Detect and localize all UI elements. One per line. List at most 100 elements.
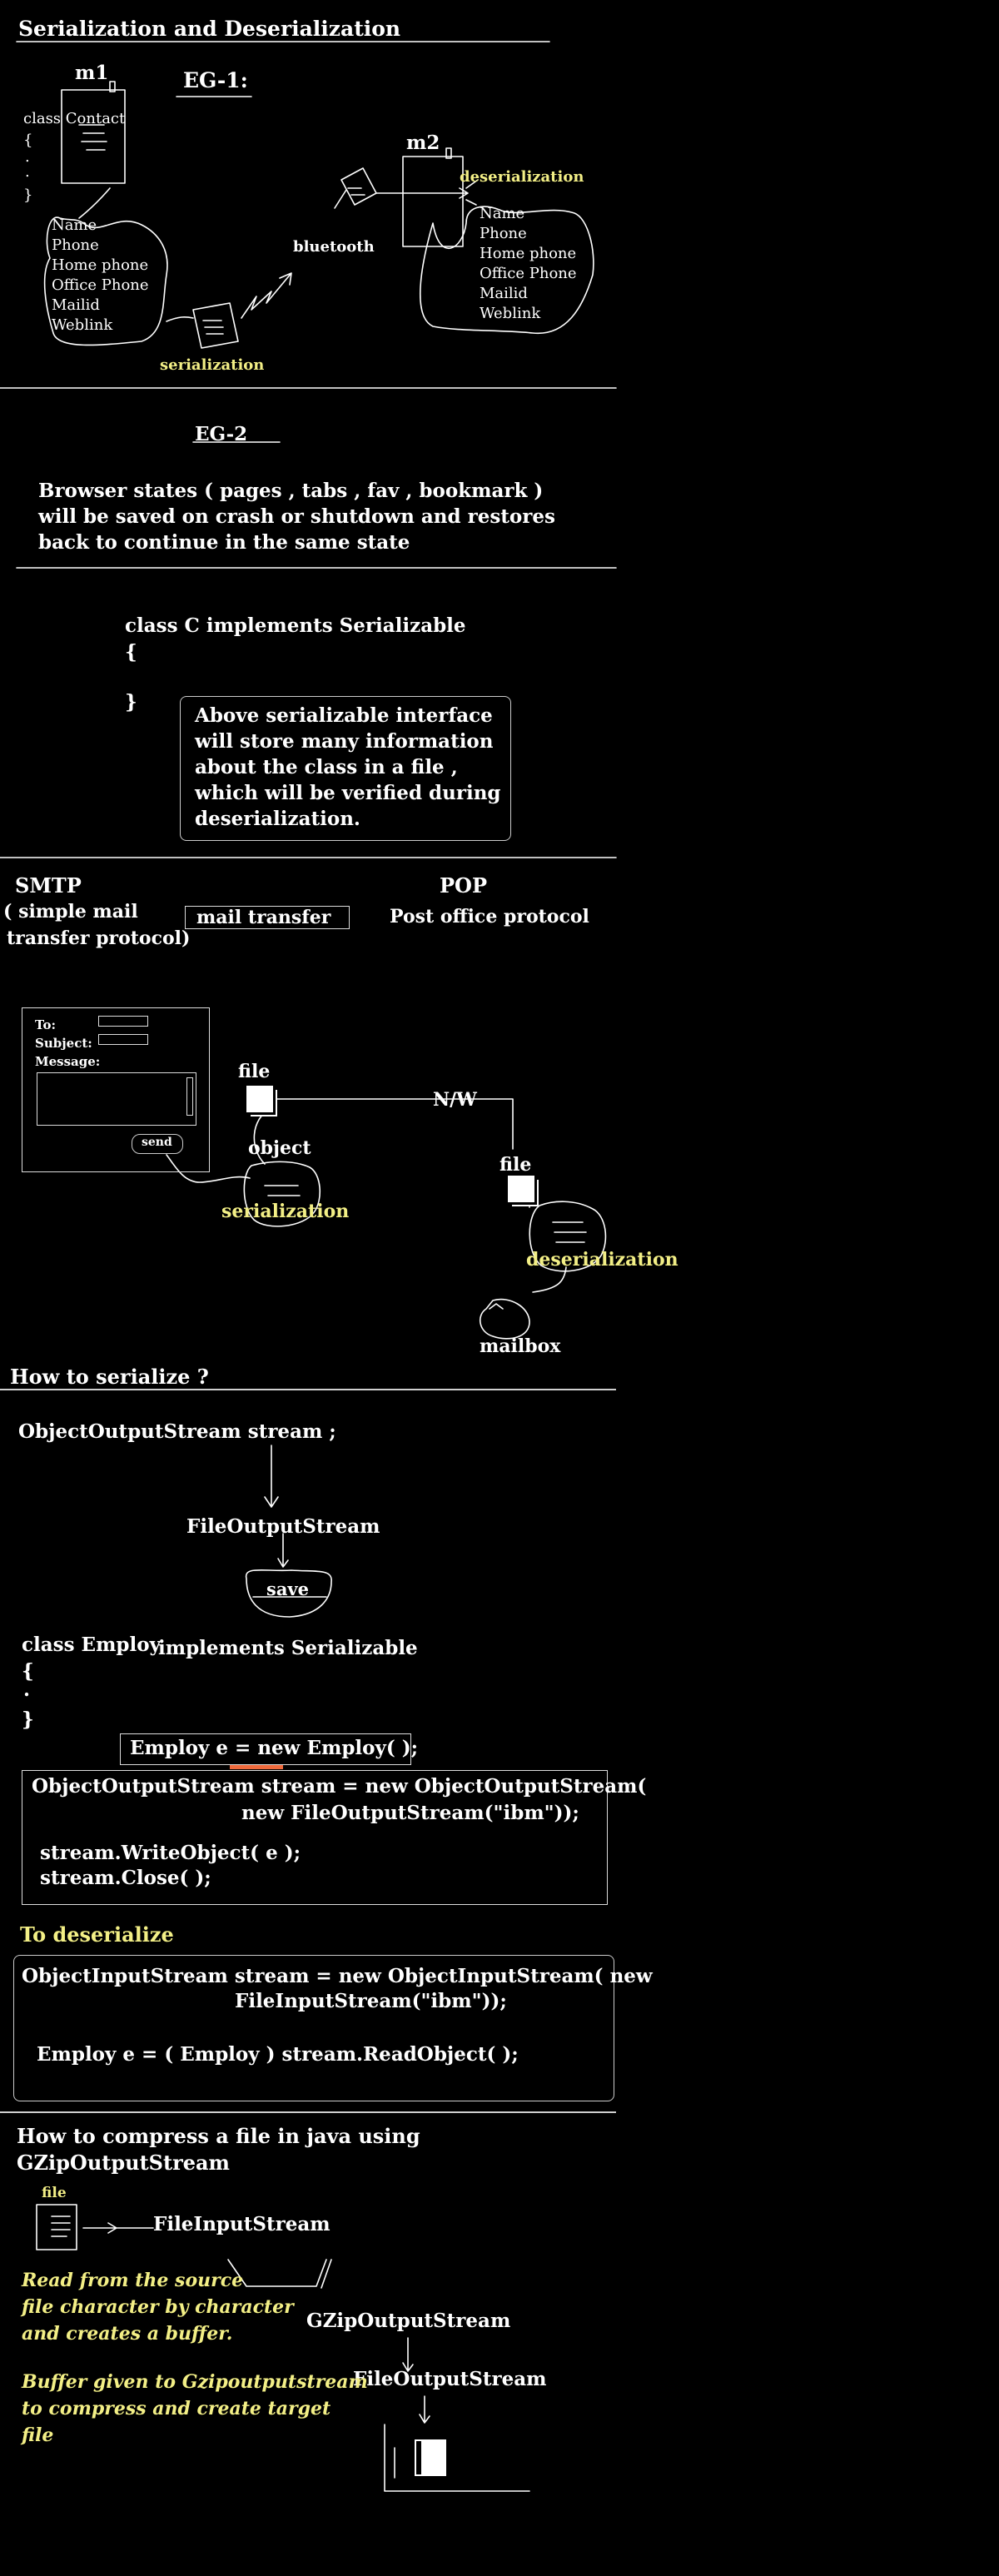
brace-close: } [23,186,33,204]
compress-heading-1: How to compress a file in java using [17,2124,420,2148]
serialization-label-2: serialization [221,1201,350,1222]
deserialize-code-3: Employ e = ( Employ ) stream.ReadObject(… [37,2043,519,2066]
mail-transfer-label: mail transfer [196,907,331,928]
deserialization-label: deserialization [460,168,584,186]
note1-line2: file character by character [22,2296,294,2318]
m1-label: m1 [75,62,109,84]
pop-full-label: Post office protocol [390,906,589,927]
mail-transfer-box [185,906,350,929]
field-m1: Name [52,216,97,234]
deserialization-label-2: deserialization [526,1249,678,1271]
serialize-heading: How to serialize ? [10,1365,209,1389]
gzipoutputstream-label: GZipOutputStream [306,2310,511,2332]
pop-label: POP [440,873,487,898]
field-m2: Weblink [480,305,541,322]
email-form [22,1007,210,1172]
serialize-code-1: ObjectOutputStream stream = new ObjectOu… [32,1775,647,1798]
phone-m2-icon [402,156,464,247]
deserialize-code-box [13,1955,614,2101]
class-c-brace-open: { [125,641,137,664]
field-m1: Mailid [52,296,100,314]
mailbox-icon [479,1298,530,1340]
phone-m1-icon [61,89,126,184]
brace-open: { [22,1660,34,1683]
fileoutputstream-label-2: FileOutputStream [353,2368,547,2390]
arrow-down-1 [264,1445,279,1508]
highlight-underline [230,1765,283,1769]
smtp-label: SMTP [15,873,82,898]
fileinputstream-label: FileInputStream [153,2213,331,2235]
send-button[interactable] [132,1134,183,1154]
compress-heading-2: GZipOutputStream [17,2151,230,2175]
deserialize-heading: To deserialize [20,1922,174,1947]
message-field[interactable] [37,1072,196,1126]
field-m2: Office Phone [480,265,577,282]
send-button-label: send [142,1136,172,1149]
eg1-heading: EG-1: [183,68,248,92]
field-m2: Mailid [480,285,528,302]
stream-declaration: ObjectOutputStream stream ; [18,1420,336,1443]
nw-label: N/W [433,1089,477,1111]
ellipsis-dot: . [25,148,30,166]
brace-open: { [23,132,33,149]
file-label-2: file [500,1154,532,1176]
field-m2: Name [480,205,525,222]
message-scrollbar[interactable] [186,1077,193,1116]
subject-label: Subject: [35,1036,92,1051]
file-label-3: file [42,2185,67,2201]
field-m2: Home phone [480,245,577,262]
buffer-funnel [227,2259,327,2287]
note2-line1: Buffer given to Gzipoutputstream [22,2371,368,2393]
class-c-brace-close: } [125,691,137,714]
smtp-full-line2: transfer protocol) [7,927,191,949]
page-title: Serialization and Deserialization [18,17,401,41]
employ-new-box [120,1733,411,1765]
serialized-doc-icon [192,302,239,349]
contact-data-blob [43,216,168,346]
source-file-icon [36,2204,77,2250]
divider [0,2111,616,2113]
save-disk-icon [246,1569,332,1618]
object-label: object [248,1137,311,1159]
file-icon [508,1176,534,1202]
smtp-full-line1: ( simple mail [3,901,138,922]
field-m1: Weblink [52,316,113,334]
contact-data-blob-m2 [420,206,594,335]
class-c-line: class C implements Serializable [125,614,466,637]
save-label: save [266,1579,309,1599]
serialization-label: serialization [160,356,265,374]
file-icon [246,1086,273,1112]
file-label-1: file [238,1061,271,1082]
ellipsis-dot: . [23,1678,31,1701]
note2-line3: file [22,2424,54,2446]
mailbox-label: mailbox [480,1335,561,1357]
to-field[interactable] [98,1016,148,1027]
divider [0,1389,616,1390]
bluetooth-lightning-icon [241,272,292,319]
serialize-code-4: stream.Close( ); [40,1867,211,1889]
message-label: Message: [35,1054,101,1069]
employ-new-code: Employ e = new Employ( ); [130,1737,419,1759]
field-m1: Home phone [52,256,149,274]
serializable-note-box [180,696,511,841]
serializable-note-text: Above serializable interface will store … [195,704,501,830]
class-employ: class Employ [22,1634,161,1656]
class-contact: class Contact [23,110,126,127]
field-m2: Phone [480,225,527,242]
subject-field[interactable] [98,1034,148,1045]
deserialize-code-2: FileInputStream("ibm")); [235,1990,507,2012]
deserialize-code-1: ObjectInputStream stream = new ObjectInp… [22,1965,653,1987]
eg2-heading: EG-2 [195,423,248,445]
implements-serializable: implements Serializable [158,1637,418,1659]
note1-line3: and creates a buffer. [22,2323,233,2345]
field-m1: Office Phone [52,276,149,294]
serialize-code-3: stream.WriteObject( e ); [40,1842,301,1864]
to-label: To: [35,1017,56,1032]
serialized-object-blob [243,1161,321,1227]
target-file-area [384,2424,530,2492]
note2-line2: to compress and create target [22,2398,331,2419]
ellipsis-dot: . [25,163,30,181]
serialize-code-2: new FileOutputStream("ibm")); [241,1802,579,1824]
compressed-file-icon [415,2439,446,2476]
